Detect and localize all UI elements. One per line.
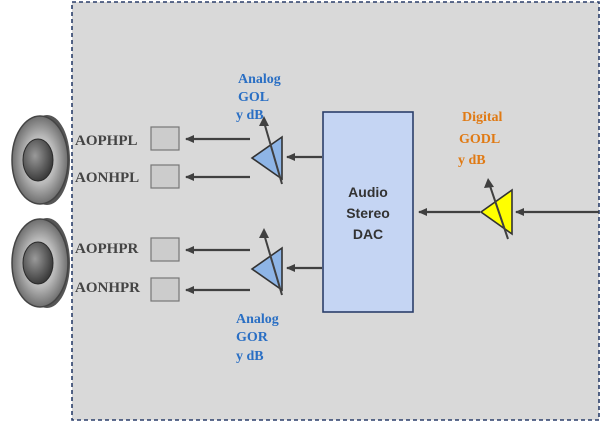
audio-stereo-dac-block — [322, 111, 414, 313]
pin-box-aophpr — [150, 237, 180, 262]
pin-box-aonhpl — [150, 164, 180, 189]
gain-label-analog-right-1: Analog — [236, 312, 279, 327]
gain-label-digital-2: GODL — [459, 132, 500, 147]
gain-label-digital-1: Digital — [462, 110, 503, 125]
gain-label-digital-3: y dB — [458, 153, 486, 168]
gain-label-analog-right-3: y dB — [236, 349, 264, 364]
pin-box-aonhpr — [150, 277, 180, 302]
gain-label-analog-left-2: GOL — [238, 90, 269, 105]
analog-amp-left-icon — [250, 116, 283, 185]
pin-label-aonhpl: AONHPL — [75, 170, 139, 186]
speaker-right-icon — [11, 218, 70, 308]
dac-label-line-2: Stereo — [346, 205, 390, 221]
gain-label-analog-right-2: GOR — [236, 330, 269, 345]
speaker-left-icon — [11, 115, 70, 205]
gain-label-analog-left-1: Analog — [238, 72, 281, 87]
pin-label-aophpl: AOPHPL — [75, 133, 138, 149]
pin-label-aonhpr: AONHPR — [75, 280, 140, 296]
gain-label-analog-left-3: y dB — [236, 108, 264, 123]
dac-label-line-1: Audio — [348, 184, 388, 200]
digital-amp-icon — [479, 178, 513, 240]
pin-box-aophpl — [150, 126, 180, 151]
pin-label-aophpr: AOPHPR — [75, 241, 138, 257]
analog-amp-right-icon — [250, 228, 283, 296]
dac-label-line-3: DAC — [353, 226, 383, 242]
